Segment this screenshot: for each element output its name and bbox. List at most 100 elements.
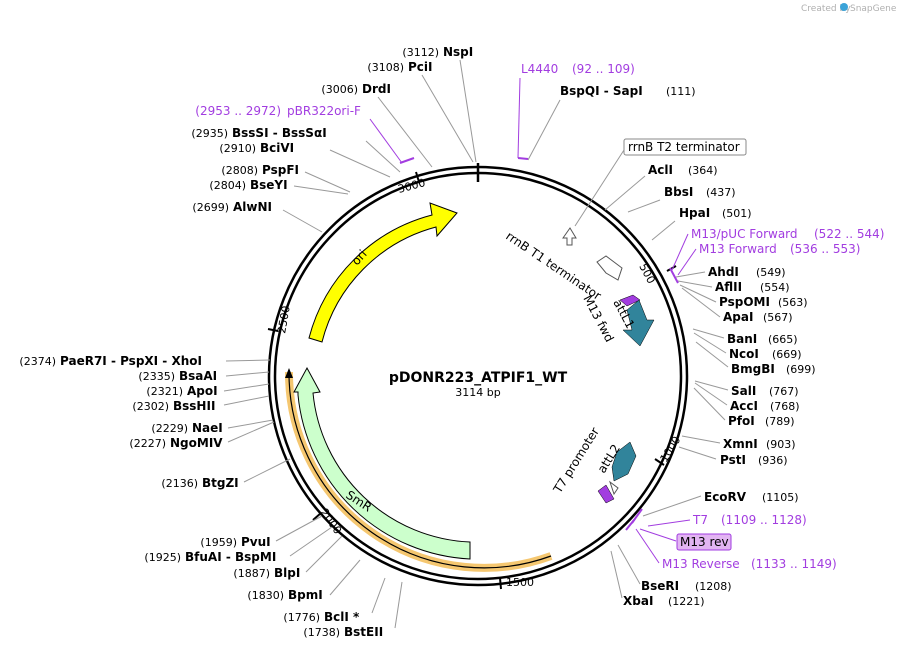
- enzyme-label[interactable]: AclI: [648, 163, 673, 177]
- enzyme-label[interactable]: XbaI: [623, 594, 653, 608]
- tick-label: 1500: [506, 576, 534, 589]
- enzyme-label[interactable]: BlpI: [274, 566, 300, 580]
- enzyme-position: (768): [770, 400, 800, 413]
- enzyme-position: (669): [772, 348, 802, 361]
- enzyme-position: (549): [756, 266, 786, 279]
- enzyme-position: (2804): [209, 179, 246, 192]
- enzyme-label[interactable]: BmgBI: [731, 362, 775, 376]
- enzyme-label[interactable]: BanI: [727, 332, 757, 346]
- enzyme-position: (1830): [247, 589, 284, 602]
- enzyme-label[interactable]: BclI *: [324, 610, 360, 624]
- enzyme-label[interactable]: PstI: [720, 453, 746, 467]
- backbone: [267, 163, 689, 587]
- snapgene-logo-icon: [840, 3, 848, 11]
- enzyme-position: (554): [760, 281, 790, 294]
- enzyme-label[interactable]: BssSI - BssSαI: [232, 126, 327, 140]
- enzyme-label[interactable]: ApaI: [723, 310, 753, 324]
- enzyme-label[interactable]: BpmI: [288, 588, 323, 602]
- enzyme-label[interactable]: NgoMIV: [170, 436, 223, 450]
- primer-range: (1109 .. 1128): [721, 513, 807, 527]
- enzyme-label[interactable]: AccI: [730, 399, 758, 413]
- enzyme-label[interactable]: BfuAI - BspMI: [185, 550, 276, 564]
- ori-feature[interactable]: [308, 202, 458, 343]
- t7-promoter-feature[interactable]: [597, 484, 615, 504]
- enzyme-label[interactable]: DrdI: [362, 82, 391, 96]
- enzyme-position: (2136): [161, 477, 198, 490]
- enzyme-position: (1738): [303, 626, 340, 639]
- enzyme-position: (364): [688, 164, 718, 177]
- rrnb-t1-label: rrnB T1 terminator: [503, 229, 603, 303]
- enzyme-position: (2335): [138, 370, 175, 383]
- primer-label[interactable]: L4440: [521, 62, 558, 76]
- enzyme-label[interactable]: ApoI: [187, 384, 218, 398]
- t7-promoter-arrow-icon: [609, 480, 619, 496]
- credit-brand: SnapGene: [850, 4, 897, 14]
- enzyme-label[interactable]: PspFI: [262, 163, 299, 177]
- smr-feature[interactable]: [293, 366, 471, 560]
- enzyme-position: (767): [769, 385, 799, 398]
- attl1-feature[interactable]: [622, 299, 655, 347]
- enzyme-position: (2910): [219, 142, 256, 155]
- enzyme-label[interactable]: BsaAI: [179, 369, 217, 383]
- enzyme-position: (699): [786, 363, 816, 376]
- primer-label[interactable]: T7: [692, 513, 708, 527]
- rrnb-t1-terminator-feature[interactable]: [596, 255, 623, 281]
- enzyme-position: (1925): [144, 551, 181, 564]
- enzyme-label[interactable]: PfoI: [728, 414, 755, 428]
- enzyme-position: (2229): [151, 422, 188, 435]
- enzyme-position: (1776): [283, 611, 320, 624]
- enzyme-label[interactable]: BspQI - SapI: [560, 84, 643, 98]
- m13-rev-box: [676, 533, 732, 551]
- primer-label[interactable]: M13 rev: [680, 535, 729, 549]
- enzyme-label[interactable]: BstEII: [344, 625, 383, 639]
- enzyme-label[interactable]: PspOMI: [719, 295, 770, 309]
- credit-prefix: Created by: [801, 4, 851, 14]
- tick-marks: [267, 171, 677, 590]
- primer-range: (536 .. 553): [790, 242, 860, 256]
- enzyme-label[interactable]: HpaI: [679, 206, 710, 220]
- enzyme-label[interactable]: BciVI: [260, 141, 294, 155]
- enzyme-label[interactable]: BssHII: [173, 399, 215, 413]
- enzyme-label[interactable]: PvuI: [241, 535, 271, 549]
- enzyme-position: (563): [778, 296, 808, 309]
- enzyme-position: (2227): [129, 437, 166, 450]
- enzyme-label[interactable]: SalI: [731, 384, 756, 398]
- enzyme-position: (2302): [132, 400, 169, 413]
- enzyme-label[interactable]: XmnI: [723, 437, 758, 451]
- primer-range: (522 .. 544): [814, 227, 884, 241]
- m13-fwd-feature[interactable]: [619, 294, 641, 307]
- primer-label[interactable]: M13/pUC Forward: [691, 227, 798, 241]
- enzyme-label[interactable]: BbsI: [664, 185, 693, 199]
- primer-label[interactable]: M13 Reverse: [662, 557, 740, 571]
- enzyme-position: (1887): [233, 567, 270, 580]
- enzyme-position: (1105): [762, 491, 799, 504]
- enzyme-label[interactable]: BtgZI: [202, 476, 239, 490]
- enzyme-label[interactable]: NaeI: [192, 421, 223, 435]
- primer-label[interactable]: M13 Forward: [699, 242, 777, 256]
- tick-label: 1000: [658, 434, 684, 465]
- enzyme-label[interactable]: AhdI: [708, 265, 739, 279]
- enzyme-labels-right: BspQI - SapI (111) AclI (364) BbsI (437)…: [527, 84, 816, 608]
- enzyme-label[interactable]: EcoRV: [704, 490, 747, 504]
- enzyme-label[interactable]: BseRI: [641, 579, 679, 593]
- enzyme-position: (567): [763, 311, 793, 324]
- attl2-feature[interactable]: [611, 441, 637, 482]
- enzyme-position: (2699): [192, 201, 229, 214]
- enzyme-label[interactable]: PaeR7I - PspXI - XhoI: [60, 354, 202, 368]
- enzyme-label[interactable]: BseYI: [250, 178, 288, 192]
- enzyme-position: (1959): [200, 536, 237, 549]
- enzyme-label[interactable]: AlwNI: [233, 200, 272, 214]
- primer-label[interactable]: pBR322ori-F: [287, 104, 361, 118]
- enzyme-position: (3112): [402, 46, 439, 59]
- enzyme-label[interactable]: NspI: [443, 45, 473, 59]
- primer-range: (1133 .. 1149): [751, 557, 837, 571]
- tick-label: 3000: [396, 176, 426, 196]
- enzyme-label[interactable]: NcoI: [729, 347, 759, 361]
- enzyme-position: (1221): [668, 595, 705, 608]
- enzyme-label[interactable]: PciI: [408, 60, 433, 74]
- enzyme-position: (3006): [321, 83, 358, 96]
- enzyme-label[interactable]: AflII: [715, 280, 742, 294]
- orf-arc-line: [288, 371, 552, 569]
- rrnb-t2-terminator-feature[interactable]: [562, 227, 577, 246]
